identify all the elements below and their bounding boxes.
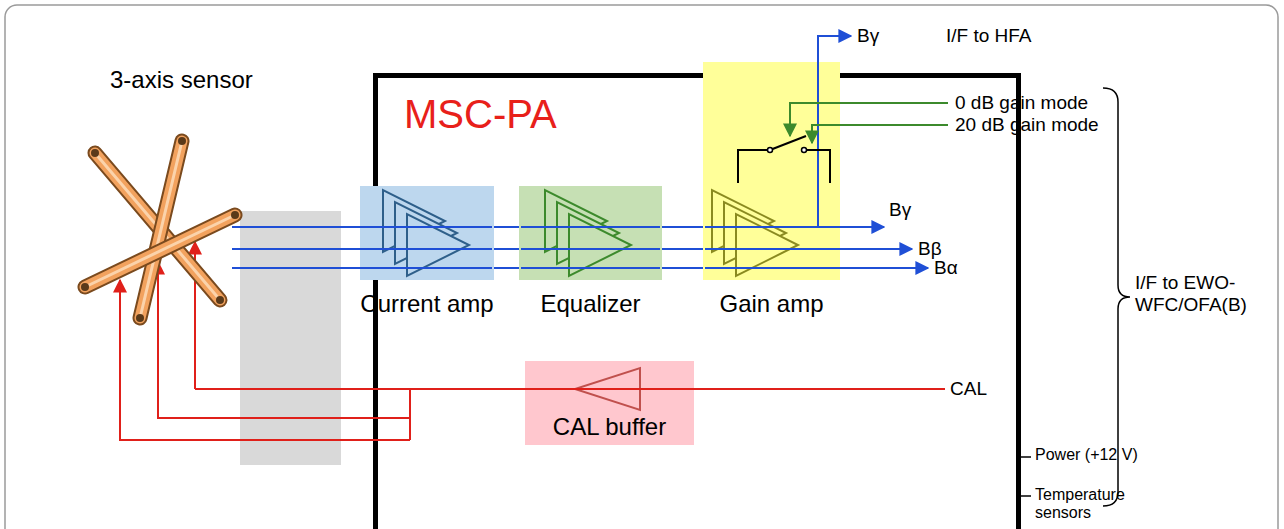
sensor-end — [216, 296, 224, 304]
bracket — [1103, 88, 1130, 506]
signal-line — [521, 226, 660, 228]
signal-line — [662, 248, 703, 250]
mode-label: 0 dB gain mode — [955, 92, 1088, 114]
signal-line — [494, 267, 519, 269]
signal-arrow — [705, 226, 884, 228]
block-label: CAL buffer — [525, 413, 694, 441]
module-box: MSC-PACurrent ampEqualizerGain ampCAL bu… — [373, 73, 1021, 529]
cal-arrow — [158, 262, 410, 418]
signal-line — [232, 248, 492, 250]
port-wire — [1021, 456, 1031, 458]
signal-name: Bγ — [889, 199, 911, 221]
control-arrow — [812, 125, 948, 143]
sensor-rod — [85, 215, 235, 287]
cal-line — [195, 388, 945, 390]
signal-line — [232, 267, 492, 269]
signal-arrow — [705, 267, 928, 269]
switch-contact — [768, 148, 773, 153]
signal-arrow — [705, 248, 912, 250]
signal-bus — [494, 227, 519, 268]
signal-arrow — [818, 36, 851, 227]
sensor-end — [136, 314, 144, 322]
signal-line — [662, 226, 703, 228]
sensor-rod-highlight — [140, 141, 182, 318]
amplifier-symbol — [736, 214, 798, 276]
signal-line — [494, 248, 519, 250]
signal-line — [662, 267, 703, 269]
cal-buffer-box: CAL buffer — [525, 361, 694, 445]
sensor-rod — [85, 215, 235, 287]
switch-wire — [804, 150, 830, 183]
signal-line — [232, 226, 492, 228]
signal-name: Bγ — [857, 25, 879, 47]
signal-bus — [662, 227, 703, 268]
amplifier-symbol — [407, 214, 469, 276]
sensor-rod — [140, 141, 182, 318]
control-arrow — [790, 103, 948, 136]
port-label: Power (+12 V) — [1035, 446, 1138, 464]
switch-blade — [770, 136, 806, 150]
block-label: Gain amp — [703, 290, 840, 318]
sensor-end — [91, 149, 99, 157]
signal-name: Bα — [934, 257, 958, 279]
signal-name: Bβ — [918, 238, 942, 260]
amplifier-symbol — [569, 214, 631, 276]
sensor-label: 3-axis sensor — [110, 66, 253, 94]
signal-name: CAL — [950, 378, 987, 400]
sensor-end — [81, 283, 89, 291]
port-label: Temperature sensors — [1035, 486, 1145, 523]
cal-line — [409, 389, 411, 440]
signal-line — [521, 267, 660, 269]
port-wire — [1021, 495, 1031, 497]
signal-line — [494, 226, 519, 228]
outer-frame — [5, 5, 1278, 529]
block-label: Current amp — [360, 290, 494, 318]
sensor-end — [178, 137, 186, 145]
interface-label: I/F to HFA — [946, 25, 1032, 47]
cal-arrow — [120, 280, 410, 440]
sensor-rod — [140, 141, 182, 318]
switch-contact — [802, 148, 807, 153]
sensor-end — [231, 211, 239, 219]
switch-wire — [738, 150, 770, 183]
mode-label: 20 dB gain mode — [955, 114, 1099, 136]
interface-label: I/F to EWO-WFC/OFA(B) — [1135, 272, 1284, 316]
block-label: Equalizer — [519, 290, 662, 318]
sensor-rod-highlight — [85, 215, 235, 287]
module-title: MSC-PA — [404, 92, 557, 137]
signal-line — [521, 248, 660, 250]
